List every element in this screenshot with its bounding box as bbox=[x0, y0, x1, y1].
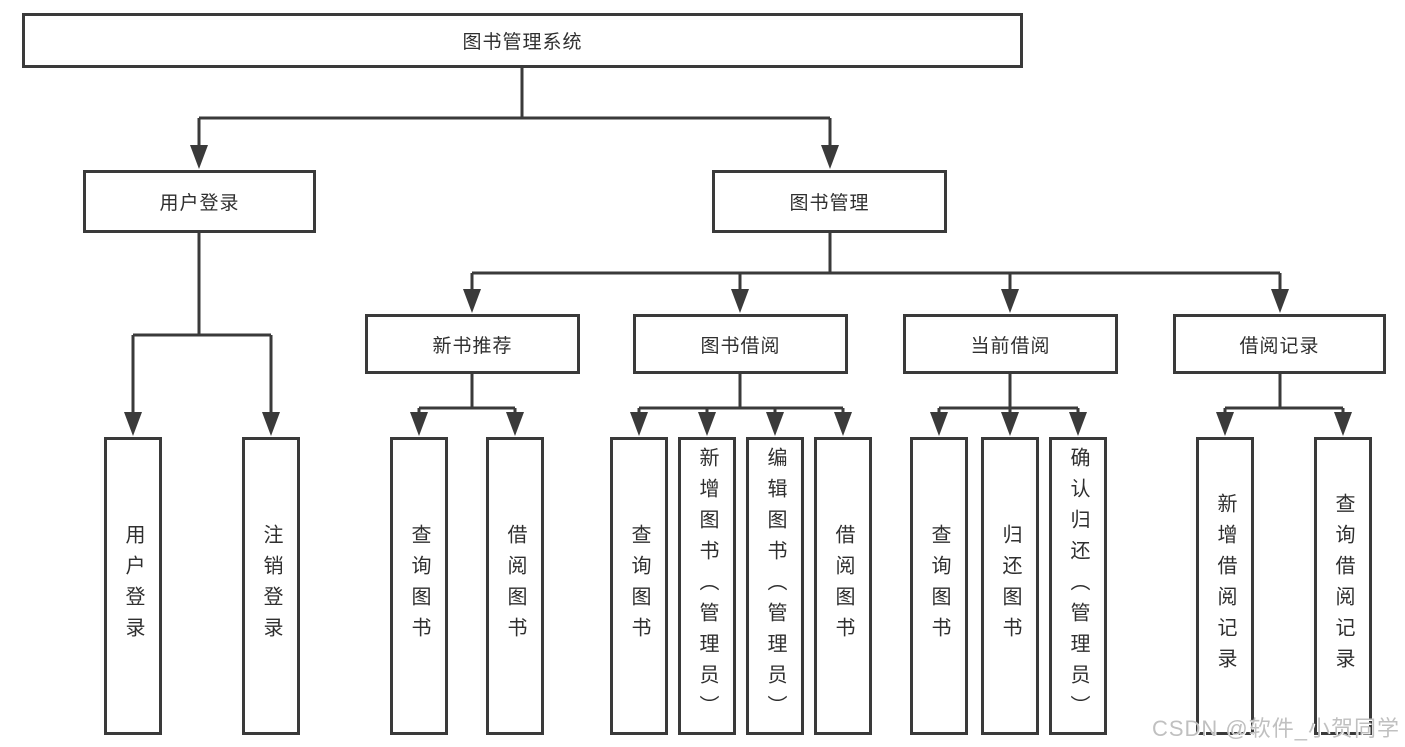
arrowhead-icon bbox=[731, 289, 749, 313]
leaf-logout-login: 注销登录 bbox=[242, 437, 300, 735]
arrowhead-icon bbox=[463, 289, 481, 313]
arrowhead-icon bbox=[1271, 289, 1289, 313]
arrowhead-icon bbox=[1334, 412, 1352, 436]
leaf-label: 借阅图书 bbox=[832, 524, 854, 648]
arrowhead-icon bbox=[930, 412, 948, 436]
node-borrowing-records: 借阅记录 bbox=[1173, 314, 1386, 374]
leaf-add-borrow-record: 新增借阅记录 bbox=[1196, 437, 1254, 735]
leaf-query-books-current: 查询图书 bbox=[910, 437, 968, 735]
node-book-borrowing: 图书借阅 bbox=[633, 314, 848, 374]
leaf-label: 查询图书 bbox=[408, 524, 430, 648]
leaf-confirm-return-admin: 确认归还（管理员） bbox=[1049, 437, 1107, 735]
arrowhead-icon bbox=[766, 412, 784, 436]
arrowhead-icon bbox=[1216, 412, 1234, 436]
leaf-return-books: 归还图书 bbox=[981, 437, 1039, 735]
node-label: 图书借阅 bbox=[700, 335, 781, 357]
node-new-book-recommendation: 新书推荐 bbox=[365, 314, 580, 374]
leaf-add-books-admin: 新增图书（管理员） bbox=[678, 437, 736, 735]
leaf-label: 编辑图书（管理员） bbox=[764, 446, 786, 726]
node-label: 用户登录 bbox=[159, 193, 240, 214]
arrowhead-icon bbox=[262, 412, 280, 436]
leaf-query-borrow-record: 查询借阅记录 bbox=[1314, 437, 1372, 735]
node-label: 图书管理 bbox=[789, 193, 870, 214]
leaf-label: 新增图书（管理员） bbox=[696, 446, 718, 726]
arrowhead-icon bbox=[124, 412, 142, 436]
arrowhead-icon bbox=[190, 145, 208, 169]
arrowhead-icon bbox=[1069, 412, 1087, 436]
arrowhead-icon bbox=[698, 412, 716, 436]
node-user-login: 用户登录 bbox=[83, 170, 316, 233]
leaf-label: 查询借阅记录 bbox=[1332, 493, 1354, 679]
arrowhead-icon bbox=[410, 412, 428, 436]
arrowhead-icon bbox=[834, 412, 852, 436]
node-label: 图书管理系统 bbox=[462, 32, 583, 53]
node-label: 新书推荐 bbox=[432, 335, 513, 357]
leaf-label: 确认归还（管理员） bbox=[1067, 446, 1089, 726]
node-current-borrowing: 当前借阅 bbox=[903, 314, 1118, 374]
leaf-borrow-books-borrowing: 借阅图书 bbox=[814, 437, 872, 735]
leaf-edit-books-admin: 编辑图书（管理员） bbox=[746, 437, 804, 735]
leaf-label: 用户登录 bbox=[122, 524, 144, 648]
leaf-label: 注销登录 bbox=[260, 524, 282, 648]
node-label: 借阅记录 bbox=[1239, 335, 1320, 357]
arrowhead-icon bbox=[506, 412, 524, 436]
node-label: 当前借阅 bbox=[970, 335, 1051, 357]
arrowhead-icon bbox=[1001, 412, 1019, 436]
node-library-management-system: 图书管理系统 bbox=[22, 13, 1023, 68]
arrowhead-icon bbox=[821, 145, 839, 169]
arrowhead-icon bbox=[1001, 289, 1019, 313]
leaf-label: 查询图书 bbox=[628, 524, 650, 648]
leaf-label: 借阅图书 bbox=[504, 524, 526, 648]
leaf-borrow-books-newrec: 借阅图书 bbox=[486, 437, 544, 735]
leaf-user-login: 用户登录 bbox=[104, 437, 162, 735]
leaf-label: 新增借阅记录 bbox=[1214, 493, 1236, 679]
node-book-management: 图书管理 bbox=[712, 170, 947, 233]
csdn-watermark: CSDN @软件_小贺同学 bbox=[1151, 716, 1400, 741]
leaf-label: 归还图书 bbox=[999, 524, 1021, 648]
arrowhead-icon bbox=[630, 412, 648, 436]
leaf-query-books-borrowing: 查询图书 bbox=[610, 437, 668, 735]
leaf-label: 查询图书 bbox=[928, 524, 950, 648]
leaf-query-books-newrec: 查询图书 bbox=[390, 437, 448, 735]
